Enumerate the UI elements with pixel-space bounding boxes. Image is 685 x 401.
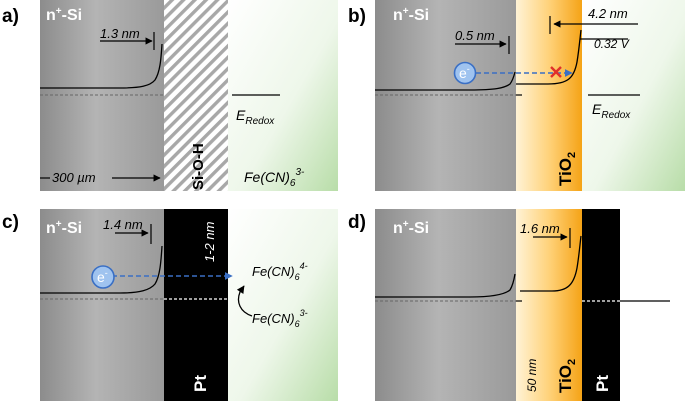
panel-b-letter: b): [348, 6, 366, 27]
panel-d-tio2-thickness: 50 nm: [525, 359, 539, 392]
panel-a-electrolyte-label: Fe(CN)63-: [244, 167, 305, 189]
panel-d-metal-label: Pt: [593, 375, 612, 392]
panel-d-letter: d): [348, 212, 366, 233]
panel-b-redox-label: ERedox: [592, 101, 631, 121]
panel-b-electron-icon: [453, 61, 477, 85]
panel-b-tio2-conduction-band: [516, 29, 582, 85]
panel-a-depletion-width: 1.3 nm: [100, 26, 140, 41]
panel-c-pt-thickness: 1-2 nm: [202, 221, 217, 262]
panel-b-layer-label: TiO2: [556, 152, 578, 186]
panel-d-silicon: [375, 209, 516, 401]
panel-b-electron-label: e-: [459, 64, 470, 81]
panel-c-electron-icon: [91, 265, 115, 289]
panel-a-layer-label: Si-O-H: [190, 143, 207, 190]
panel-a-si-label: n+-Si: [46, 6, 82, 24]
panel-c-reduction-arrow: [236, 285, 253, 317]
panel-c-conduction-band: [40, 245, 163, 294]
panel-b-tio2-width: 4.2 nm: [588, 6, 628, 21]
panel-d-si-conduction-band: [375, 273, 516, 298]
panel-b-depletion-width: 0.5 nm: [455, 28, 495, 43]
panel-d-tio2-layer: [516, 209, 582, 401]
panel-c-letter: c): [2, 212, 19, 233]
panel-d-si-label: n+-Si: [393, 219, 429, 237]
panel-c-pt-layer: [164, 209, 228, 401]
panel-c-metal-label: Pt: [191, 375, 210, 392]
panel-c-si-label: n+-Si: [46, 219, 82, 237]
panel-c-depletion-width: 1.4 nm: [103, 217, 143, 232]
panel-a: a) n+-Si 1.3 nm ERedox 300 µm Si-O-H Fe(…: [2, 0, 338, 191]
panel-b-si-label: n+-Si: [393, 6, 429, 24]
panel-d-pt-layer: [582, 209, 620, 401]
panel-c-reactant-label: Fe(CN)63-: [252, 308, 308, 329]
panel-d-background: [620, 209, 685, 401]
panel-d-tio2-conduction-band: [520, 235, 582, 292]
panel-a-conduction-band: [40, 43, 163, 89]
panel-b-band-offset: 0.32 V: [594, 37, 630, 51]
panel-c-product-label: Fe(CN)64-: [252, 261, 308, 282]
panel-c-electrolyte: [228, 209, 338, 401]
panel-a-substrate-thickness: 300 µm: [52, 170, 96, 185]
panel-b-blocked-cross-icon: [550, 66, 562, 78]
panel-a-letter: a): [2, 6, 19, 27]
panel-d-layer-label: TiO2: [556, 359, 578, 393]
panel-a-redox-label: ERedox: [236, 107, 275, 127]
panel-c-silicon: [40, 209, 164, 401]
panel-b-tio2-layer: [516, 0, 582, 191]
panel-c-electron-label: e-: [97, 268, 108, 285]
panel-d-depletion-width: 1.6 nm: [520, 221, 560, 236]
panel-d: d) n+-Si 1.6 nm 50 nm TiO2 Pt: [348, 209, 685, 401]
panel-c: c) n+-Si 1.4 nm e- 1-2 nm Fe(CN)64- Fe(C…: [2, 209, 338, 401]
panel-b-si-conduction-band: [375, 71, 516, 91]
panel-b: b) n+-Si 0.5 nm 4.2 nm 0.32 V ERedox e- …: [348, 0, 685, 191]
panel-a-sioh-layer: [164, 0, 228, 191]
